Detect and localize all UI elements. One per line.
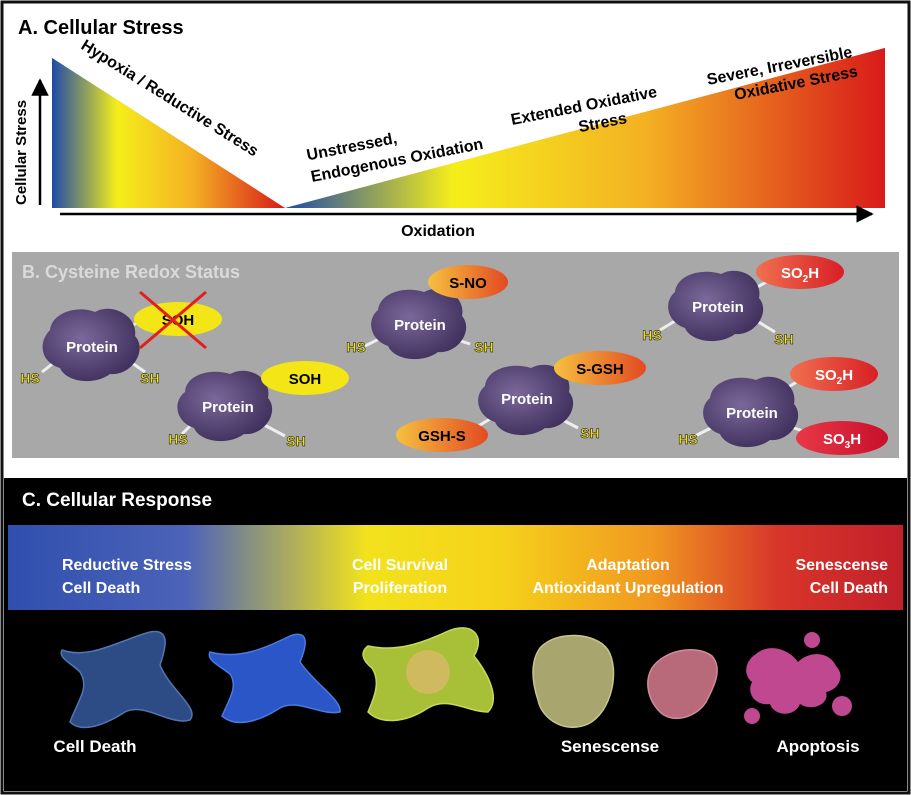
protein-label: Protein (202, 399, 254, 416)
protein-blob (371, 288, 467, 360)
protein-5: Protein SO2H HS SH (642, 255, 844, 347)
hs-label: HS (20, 370, 39, 386)
protein-blob (668, 270, 764, 342)
adaptation-line1: Adaptation (586, 557, 670, 574)
panel-b-title: B. Cysteine Redox Status (22, 262, 240, 282)
sno-label: S-NO (449, 275, 487, 292)
so2h-label: SO2H (815, 367, 853, 387)
sh-label: SH (774, 331, 793, 347)
sgsh-pill (554, 351, 646, 385)
senescence-label: Senescense (561, 737, 659, 756)
survival-line2: Proliferation (353, 580, 447, 597)
so2h-pill (790, 357, 878, 391)
sgsh-label: S-GSH (576, 361, 624, 378)
cell-death-label: Cell Death (53, 737, 136, 756)
cell-reductive (208, 633, 341, 724)
gshs-pill (396, 418, 488, 452)
cross-line-2 (139, 290, 207, 350)
protein-label: Protein (692, 299, 744, 316)
cell-nucleus (406, 650, 450, 694)
hs-label: HS (168, 431, 187, 447)
gshs-label: GSH-S (418, 428, 466, 445)
apoptosis-label: Apoptosis (776, 737, 859, 756)
protein-label: Protein (501, 391, 553, 408)
reductive-line2: Cell Death (62, 580, 140, 597)
soh-label: SOH (289, 371, 322, 388)
hs-label: HS (346, 339, 365, 355)
protein-blob (42, 308, 140, 382)
panel-a-title: A. Cellular Stress (18, 17, 184, 39)
protein-6: Protein SO2H SO3H HS (678, 357, 888, 455)
survival-line1: Cell Survival (352, 557, 448, 574)
x-axis-label: Oxidation (401, 223, 475, 240)
senescence-line1: Senescense (795, 557, 888, 574)
sh-label: SH (140, 370, 159, 386)
panel-c-title: C. Cellular Response (22, 490, 212, 511)
so2h-pill (756, 255, 844, 289)
cell-reductive-death (60, 630, 193, 729)
y-axis-label: Cellular Stress (13, 100, 30, 205)
protein-1: Protein SOH HS SH (20, 290, 222, 386)
hs-label: HS (678, 431, 697, 447)
panel-c: C. Cellular Response Reductive Stress Ce… (4, 478, 907, 791)
protein-2: Protein SOH HS SH (168, 361, 349, 449)
cell-senescent (532, 634, 615, 729)
protein-blob (478, 364, 574, 436)
senescence-line2: Cell Death (810, 580, 888, 597)
protein-blob (177, 370, 273, 442)
hs-label: HS (642, 327, 661, 343)
reductive-wedge (52, 58, 285, 208)
cell-apoptotic (744, 632, 852, 724)
sh-label: SH (286, 433, 305, 449)
protein-blob (703, 376, 799, 448)
sh-label: SH (474, 339, 493, 355)
so3h-label: SO3H (823, 431, 861, 451)
soh-pill (134, 302, 222, 336)
so2h-label: SO2H (781, 265, 819, 285)
protein-label: Protein (66, 339, 118, 356)
so3h-pill (796, 421, 888, 455)
protein-label: Protein (394, 317, 446, 334)
reductive-line1: Reductive Stress (62, 557, 192, 574)
adaptation-line2: Antioxidant Upregulation (532, 580, 723, 597)
sh-label: SH (580, 425, 599, 441)
protein-3: Protein S-NO HS SH (346, 265, 508, 360)
oxidative-wedge (285, 48, 885, 208)
sno-pill (428, 265, 508, 299)
panel-b: B. Cysteine Redox Status Protein SOH HS … (12, 252, 899, 458)
soh-pill (261, 361, 349, 395)
response-gradient-bar (8, 525, 903, 610)
cell-senescent-small (647, 649, 718, 720)
protein-label: Protein (726, 405, 778, 422)
protein-4: Protein S-GSH GSH-S SH (396, 351, 646, 452)
